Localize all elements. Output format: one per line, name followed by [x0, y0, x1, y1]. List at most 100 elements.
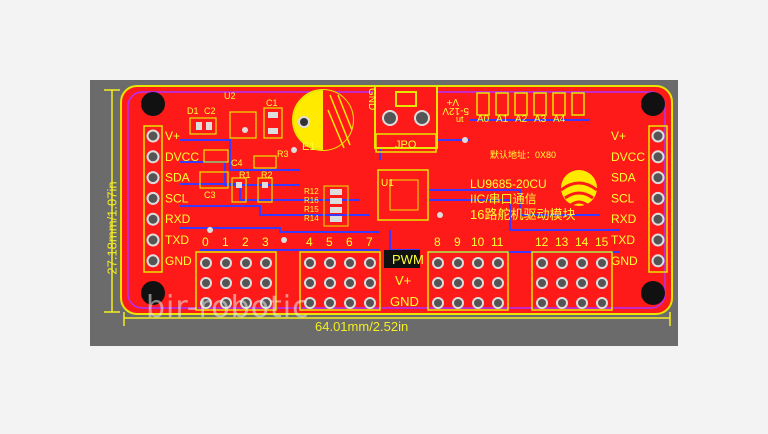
right-pin-label: TXD: [611, 233, 635, 247]
address-pad: [495, 92, 509, 116]
servo-pin: [452, 297, 464, 309]
address-pad: [571, 92, 585, 116]
capacitor-e1: E1: [292, 89, 354, 153]
servo-pin: [556, 297, 568, 309]
label-r1: R1: [239, 170, 251, 180]
right-header: [648, 125, 668, 273]
servo-pin: [432, 297, 444, 309]
right-pin-1: [651, 150, 665, 164]
left-pin-label: SCL: [165, 191, 189, 205]
channel-label: 12: [535, 235, 549, 249]
servo-header-group: [195, 251, 277, 311]
left-pin-4: [146, 212, 160, 226]
left-header: [143, 125, 163, 273]
channel-label: 15: [595, 235, 609, 249]
servo-pin: [536, 297, 548, 309]
header-row-gnd: GND: [390, 294, 419, 309]
right-pin-label: SDA: [611, 171, 636, 185]
servo-pin: [200, 257, 212, 269]
channel-label: 14: [575, 235, 589, 249]
servo-pin: [260, 297, 272, 309]
channel-label: 13: [555, 235, 569, 249]
right-pin-label: V+: [611, 129, 626, 143]
servo-pin: [324, 297, 336, 309]
address-suffix: ut: [456, 114, 464, 124]
servo-pin: [344, 297, 356, 309]
address-pad: [552, 92, 566, 116]
servo-pin: [304, 257, 316, 269]
servo-pin: [596, 257, 608, 269]
servo-pin: [536, 277, 548, 289]
label-r15: R15: [304, 205, 319, 214]
servo-pin: [304, 277, 316, 289]
label-u1: U1: [381, 178, 394, 189]
servo-pin: [200, 277, 212, 289]
servo-pin: [452, 257, 464, 269]
servo-pin: [556, 277, 568, 289]
channel-label: 9: [454, 235, 461, 249]
left-pin-6: [146, 254, 160, 268]
label-r12: R12: [304, 187, 319, 196]
servo-header-group: [299, 251, 381, 311]
label-voltage-range: 5-12V: [442, 105, 469, 116]
servo-pin: [364, 277, 376, 289]
servo-pin: [240, 277, 252, 289]
channel-label: 8: [434, 235, 441, 249]
channel-label: 6: [346, 235, 353, 249]
address-pad: [476, 92, 490, 116]
servo-pin: [324, 257, 336, 269]
servo-pin: [260, 277, 272, 289]
height-dimension: 27.18mm/1.07in: [92, 168, 132, 288]
channel-label: 10: [471, 235, 485, 249]
servo-pin: [576, 277, 588, 289]
right-pin-2: [651, 171, 665, 185]
servo-pin: [220, 297, 232, 309]
label-c1: C1: [266, 98, 278, 108]
right-pin-0: [651, 129, 665, 143]
servo-header-group: [427, 251, 509, 311]
servo-pin: [344, 257, 356, 269]
address-pin-label: A0: [477, 114, 490, 125]
header-row-vplus: V+: [395, 273, 411, 288]
left-pin-label: RXD: [165, 212, 191, 226]
right-pin-5: [651, 233, 665, 247]
servo-pin: [472, 297, 484, 309]
label-u2: U2: [224, 91, 236, 101]
left-pin-5: [146, 233, 160, 247]
address-pin-label: A1: [496, 114, 509, 125]
servo-pin: [492, 257, 504, 269]
mounting-holes: [141, 92, 665, 305]
servo-pin: [220, 277, 232, 289]
servo-pin: [260, 257, 272, 269]
address-pin-label: A4: [553, 114, 566, 125]
channel-label: 11: [491, 235, 504, 249]
servo-pin: [364, 257, 376, 269]
board-subtitle: IIC/串口通信: [470, 192, 537, 206]
left-pin-label: V+: [165, 129, 180, 143]
servo-pin: [344, 277, 356, 289]
label-r16: R16: [304, 196, 319, 205]
servo-pin: [432, 277, 444, 289]
watermark: bir-robotic: [146, 290, 310, 325]
servo-pin: [472, 257, 484, 269]
resistor-pack: R12 R16 R15 R14: [304, 185, 349, 227]
servo-pin: [432, 257, 444, 269]
channel-label: 4: [306, 235, 313, 249]
right-pin-4: [651, 212, 665, 226]
width-label: 64.01mm/2.52in: [315, 319, 409, 334]
right-pin-3: [651, 191, 665, 205]
left-pin-label: GND: [165, 254, 192, 268]
channel-label: 2: [242, 235, 249, 249]
pwm-label-bg: [384, 250, 420, 268]
left-pin-0: [146, 129, 160, 143]
label-r14: R14: [304, 214, 319, 223]
board-model: LU9685-20CU: [470, 177, 547, 191]
channel-label: 0: [202, 235, 209, 249]
right-pin-label: DVCC: [611, 150, 645, 164]
servo-pin: [556, 257, 568, 269]
board-description: 16路舵机驱动模块: [470, 207, 575, 222]
left-pin-label: TXD: [165, 233, 189, 247]
servo-pin: [324, 277, 336, 289]
